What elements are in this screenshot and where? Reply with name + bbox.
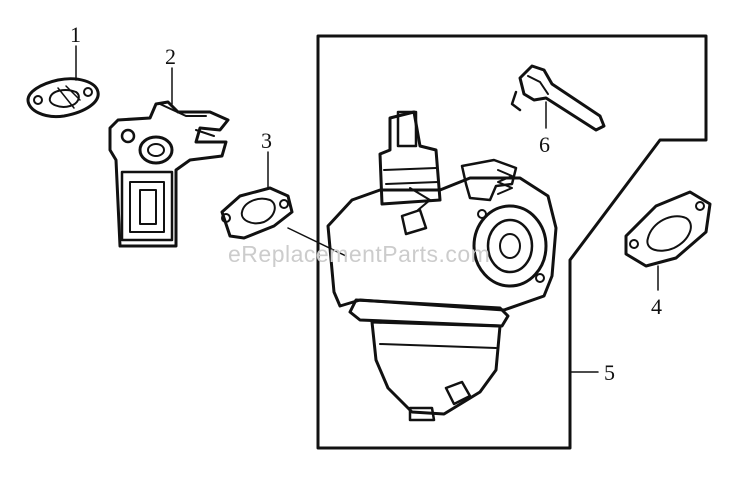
part-3-gasket[interactable]: [220, 186, 294, 240]
callout-3: 3: [261, 128, 272, 153]
part-4-gasket[interactable]: [624, 190, 712, 268]
leader-line-3b: [287, 227, 347, 257]
callout-6: 6: [539, 132, 550, 157]
callout-1: 1: [70, 22, 81, 47]
part-5-carburetor[interactable]: [326, 110, 558, 422]
part-6-choke-lever[interactable]: [510, 64, 606, 132]
callout-4: 4: [651, 294, 662, 319]
part-2-insulator[interactable]: [108, 100, 230, 248]
assembly-boundary: [316, 34, 708, 450]
callout-5: 5: [604, 360, 615, 385]
watermark-text: eReplacementParts.com: [228, 241, 490, 267]
part-1-gasket[interactable]: [26, 77, 100, 119]
callout-2: 2: [165, 44, 176, 69]
